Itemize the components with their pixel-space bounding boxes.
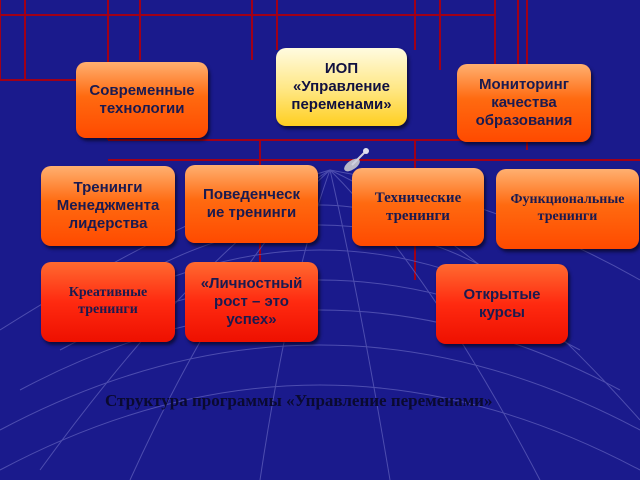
management-trainings-label: Тренинги Менеджмента лидерства [56,179,160,232]
behavioral-trainings-box: Поведенческ ие тренинги [185,165,318,243]
modern-technologies-label: Современные технологии [89,82,195,117]
functional-trainings-box: Функциональные тренинги [496,169,639,249]
open-courses-label: Открытые курсы [463,286,541,321]
creative-trainings-box: Креативные тренинги [41,262,175,342]
quality-monitoring-label: Мониторинг качества образования [475,76,573,129]
satellite-dish-icon [344,148,369,172]
quality-monitoring-box: Мониторинг качества образования [457,64,591,142]
diagram-caption: Структура программы «Управление перемена… [105,391,493,410]
technical-trainings-box: Технические тренинги [352,168,484,246]
creative-trainings-label: Креативные тренинги [68,285,148,317]
behavioral-trainings-label: Поведенческ ие тренинги [203,186,300,221]
iop-change-management-box: ИОП «Управление переменами» [276,48,407,126]
technical-trainings-label: Технические тренинги [374,190,462,224]
personal-growth-label: «Личностный рост – это успех» [200,275,303,328]
management-trainings-box: Тренинги Менеджмента лидерства [41,166,175,246]
personal-growth-box: «Личностный рост – это успех» [185,262,318,342]
open-courses-box: Открытые курсы [436,264,568,344]
iop-label: ИОП «Управление переменами» [291,60,392,113]
modern-technologies-box: Современные технологии [76,62,208,138]
functional-trainings-label: Функциональные тренинги [510,192,625,224]
